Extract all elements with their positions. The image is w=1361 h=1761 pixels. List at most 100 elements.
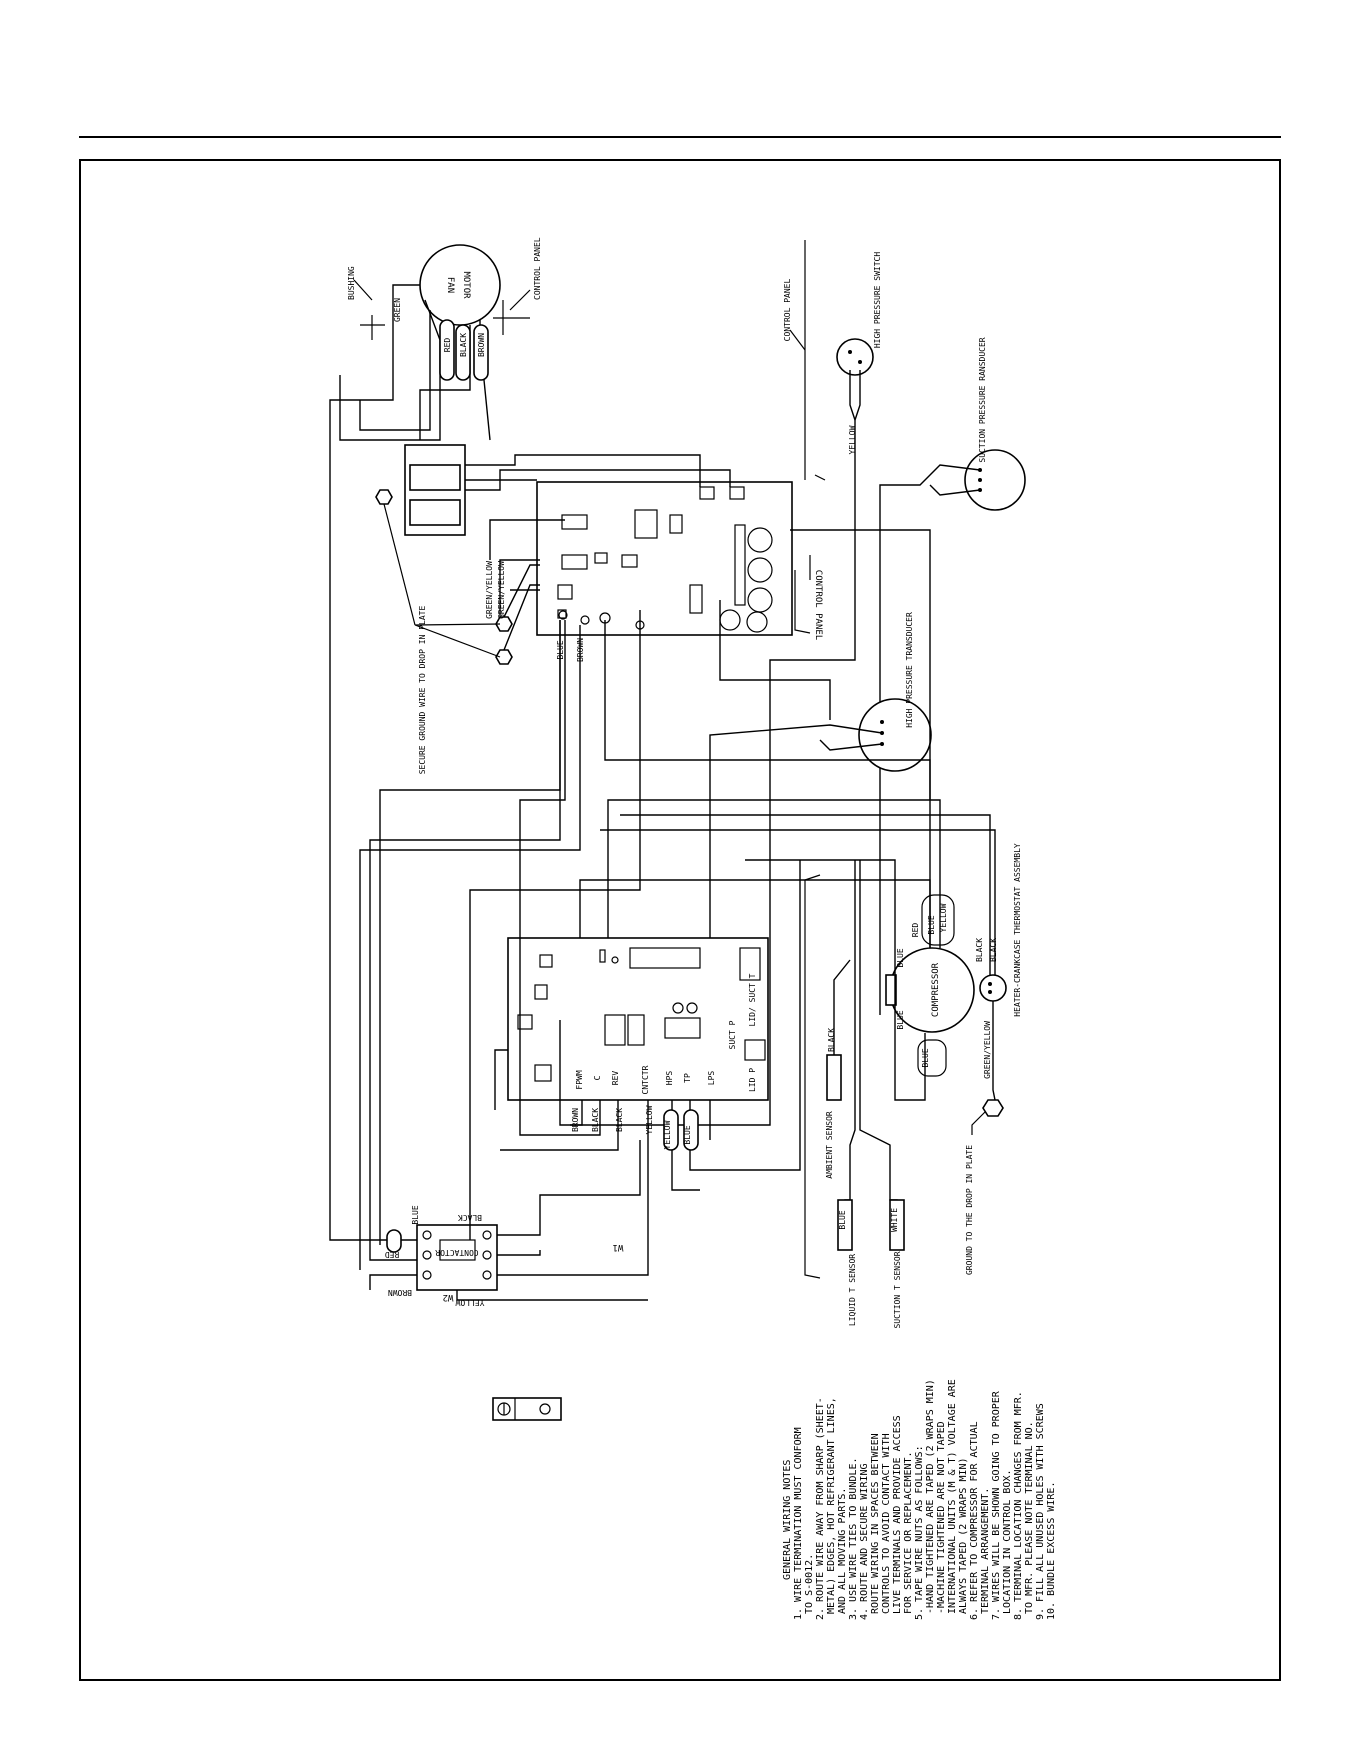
- capacitor-block: [404, 444, 466, 536]
- control-panel-mid-label: CONTROL PANEL: [783, 279, 792, 342]
- suction-t-label: SUCTION T SENSOR: [893, 1251, 902, 1328]
- suction-pressure-transducer: [964, 449, 1026, 511]
- comp-red-label: RED: [911, 923, 920, 938]
- wiring-notes: GENERAL WIRING NOTES1. WIRE TERMINATION …: [782, 1379, 1057, 1620]
- comp-blue-left-label: BLUE: [896, 948, 905, 967]
- hps-yellow-label: YELLOW: [848, 425, 857, 454]
- lower-black2-label: BLACK: [591, 1108, 600, 1132]
- notes-line: LIVE TERMINALS AND PROVIDE ACCESS: [892, 1415, 903, 1620]
- liquid-t-label: LIQUID T SENSOR: [848, 1254, 857, 1326]
- terminal-tp: TP: [683, 1073, 692, 1083]
- notes-line: TERMINAL ARRANGEMENT.: [980, 1488, 991, 1620]
- terminal-cntctr: CNTCTR: [641, 1065, 650, 1094]
- fan-green-label: GREEN: [393, 298, 402, 322]
- notes-line: 3. USE WIRE TIES TO BUNDLE.: [848, 1457, 859, 1620]
- notes-line: METAL) EDGES, HOT REFRIGERANT LINES,: [826, 1397, 837, 1620]
- high-pressure-transducer: [858, 698, 932, 772]
- w2-label: W2: [443, 1292, 454, 1302]
- fan-motor: FAN MOTOR: [419, 244, 501, 326]
- notes-line: 5. TAPE WIRE NUTS AS FOLLOWS:: [914, 1445, 925, 1620]
- compressor-label: COMPRESSOR: [931, 962, 941, 1017]
- notes-line: LOCATION IN CONTROL BOX.: [1002, 1469, 1013, 1620]
- ambient-sensor-label: AMBIENT SENSOR: [825, 1111, 834, 1179]
- suct-p-label: SUCT P: [728, 1020, 737, 1049]
- fan-label: FAN: [445, 277, 455, 293]
- terminal-lps: LPS: [707, 1071, 716, 1086]
- lower-black-label: BLACK: [615, 1108, 624, 1132]
- high-pressure-transducer-label: HIGH PRESSURE TRANSDUCER: [905, 612, 914, 728]
- control-board-lower: [507, 937, 769, 1101]
- notes-line: 7. WIRES WILL BE SHOWN GOING TO PROPER: [991, 1390, 1002, 1620]
- ambient-black-label: BLACK: [827, 1028, 836, 1052]
- control-panel-box-label: CONTROL PANEL: [813, 570, 823, 640]
- board-blue-label: BLUE: [556, 640, 565, 659]
- suction-transducer-label: SUCTION PRESSURE RANSDUCER: [978, 337, 987, 462]
- ground-to-drop-label: GROUND TO THE DROP IN PLATE: [965, 1145, 974, 1275]
- notes-line: 6. REFER TO COMPRESSOR FOR ACTUAL: [969, 1421, 980, 1620]
- ambient-sensor: [826, 1054, 842, 1101]
- heater-black2-label: BLACK: [989, 938, 998, 962]
- secure-ground-label: SECURE GROUND WIRE TO DROP IN PLATE: [418, 606, 427, 775]
- notes-line: ALWAYS TAPED (2 WRAPS MIN): [958, 1457, 969, 1620]
- notes-line: CONTROLS TO AVOID CONTACT WITH: [881, 1433, 892, 1620]
- control-panel-top-label: CONTROL PANEL: [533, 237, 542, 300]
- control-board-upper: [536, 481, 793, 636]
- notes-line: TO S-0012.: [804, 1554, 815, 1620]
- comp-blue-bottom-label: BLUE: [896, 1010, 905, 1029]
- heater-gy-label: GREEN/YELLOW: [983, 1021, 992, 1079]
- suction-t-sensor: [889, 1199, 905, 1251]
- liquid-blue-label: BLUE: [838, 1210, 847, 1229]
- contactor-brown-label: BROWN: [388, 1288, 412, 1297]
- liquid-t-sensor: [837, 1199, 853, 1251]
- contactor: CONTACTOR: [416, 1224, 498, 1291]
- notes-line: -HAND TIGHTENED ARE TAPED (2 WRAPS MIN): [925, 1379, 936, 1620]
- fan-red-label: RED: [443, 338, 452, 353]
- notes-line: 10. BUNDLE EXCESS WIRE.: [1046, 1482, 1057, 1620]
- fan-black-label: BLACK: [459, 333, 468, 357]
- terminal-hps: HPS: [665, 1071, 674, 1086]
- compressor: COMPRESSOR: [885, 947, 975, 1033]
- comp-blue-lower-label: BLUE: [921, 1048, 930, 1067]
- notes-line: 2. ROUTE WIRE AWAY FROM SHARP (SHEET-: [815, 1397, 826, 1620]
- notes-line: TO MFR. PLEASE NOTE TERMINAL NO.: [1024, 1421, 1035, 1620]
- terminal-block-legend: [492, 1397, 562, 1421]
- terminal-rev: REV: [611, 1071, 620, 1086]
- notes-line: FOR SERVICE OR REPLACEMENT.: [903, 1451, 914, 1620]
- lid-suct-label: LID/ SUCT T: [748, 973, 757, 1026]
- notes-line: 1. WIRE TERMINATION MUST CONFORM: [793, 1427, 804, 1620]
- comp-blue-top-label: BLUE: [927, 915, 936, 934]
- motor-label: MOTOR: [461, 271, 471, 299]
- bushing-label: BUSHING: [347, 266, 356, 300]
- heater-label: HEATER-CRANKCASE THERMOSTAT ASSEMBLY: [1013, 843, 1022, 1017]
- contactor-blue-label: BLUE: [411, 1205, 420, 1224]
- notes-line: INTERNATIONAL UNITS (M & T) VOLTAGE ARE: [947, 1379, 958, 1620]
- notes-line: 4. ROUTE AND SECURE WIRING: [859, 1463, 870, 1620]
- diagram-frame: [79, 159, 1281, 1681]
- notes-line: AND ALL MOVING PARTS.: [837, 1488, 848, 1620]
- suction-white-label: WHITE: [890, 1208, 899, 1232]
- w1-label: W1: [613, 1242, 624, 1252]
- gy-label-2: GREEN/YELLOW: [497, 561, 506, 619]
- high-pressure-switch-label: HIGH PRESSURE SWITCH: [873, 252, 882, 349]
- heater-black1-label: BLACK: [975, 938, 984, 962]
- contactor-red-label: RED: [385, 1250, 400, 1259]
- terminal-c: C: [593, 1075, 602, 1080]
- notes-title: GENERAL WIRING NOTES: [782, 1460, 793, 1580]
- contactor-label: CONTACTOR: [435, 1248, 479, 1257]
- hps-lead-label: YELLOW: [663, 1120, 672, 1149]
- contactor-yellow-label: YELLOW: [455, 1298, 484, 1307]
- high-pressure-switch: [836, 338, 874, 376]
- notes-line: 9. FILL ALL UNUSED HOLES WITH SCREWS: [1035, 1403, 1046, 1620]
- comp-yellow-label: YELLOW: [939, 903, 948, 932]
- lid-p-label: LID P: [748, 1068, 757, 1092]
- notes-line: 8. TERMINAL LOCATION CHANGES FROM MFR.: [1013, 1391, 1024, 1620]
- notes-line: ROUTE WIRING IN SPACES BETWEEN: [870, 1433, 881, 1620]
- gy-label-1: GREEN/YELLOW: [485, 561, 494, 619]
- tp-lead-label: BLUE: [683, 1125, 692, 1144]
- board-brown-label: BROWN: [576, 638, 585, 662]
- lower-brown-label: BROWN: [571, 1108, 580, 1132]
- svg-text:GENERAL WIRING NOTES1. WIRE TE: GENERAL WIRING NOTES1. WIRE TERMINATION …: [782, 1379, 1057, 1620]
- heater-crankcase: [979, 974, 1007, 1002]
